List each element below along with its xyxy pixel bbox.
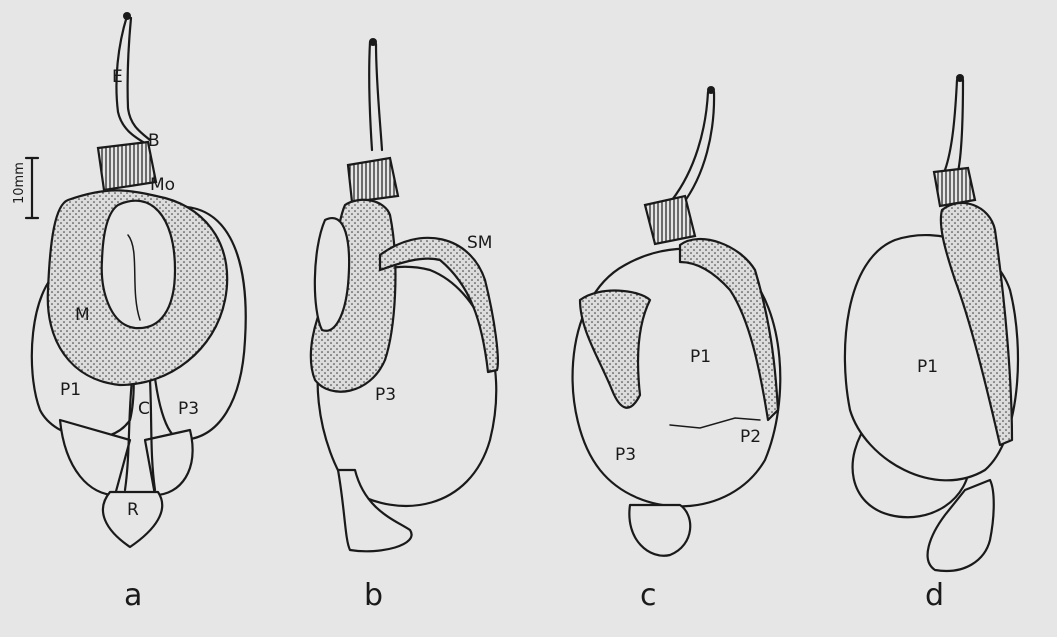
specimen-d: P1 d [845,74,1018,613]
specimen-b: SM P3 b [311,38,498,613]
label-c-P2: P2 [740,427,761,447]
scale-bar-label: 10mm [12,162,27,204]
label-a-E: E [112,67,123,87]
panel-label-c: c [640,578,657,613]
specimen-a: E B Mo M P1 C P3 R a [32,12,246,613]
label-a-P1: P1 [60,380,81,400]
label-a-P3: P3 [178,399,199,419]
specimen-c: P1 P2 P3 c [573,86,781,613]
scale-bar: 10mm [12,158,38,218]
label-c-P1: P1 [690,347,711,367]
label-a-R: R [127,500,139,520]
label-a-B: B [148,131,160,151]
label-b-SM: SM [467,233,492,253]
panel-label-a: a [124,578,142,613]
label-a-Mo: Mo [150,175,175,195]
label-a-M: M [75,305,90,325]
label-b-P3: P3 [375,385,396,405]
panel-label-b: b [364,578,383,613]
label-c-P3: P3 [615,445,636,465]
panel-label-d: d [925,578,944,613]
label-a-C: C [138,399,150,419]
label-d-P1: P1 [917,357,938,377]
